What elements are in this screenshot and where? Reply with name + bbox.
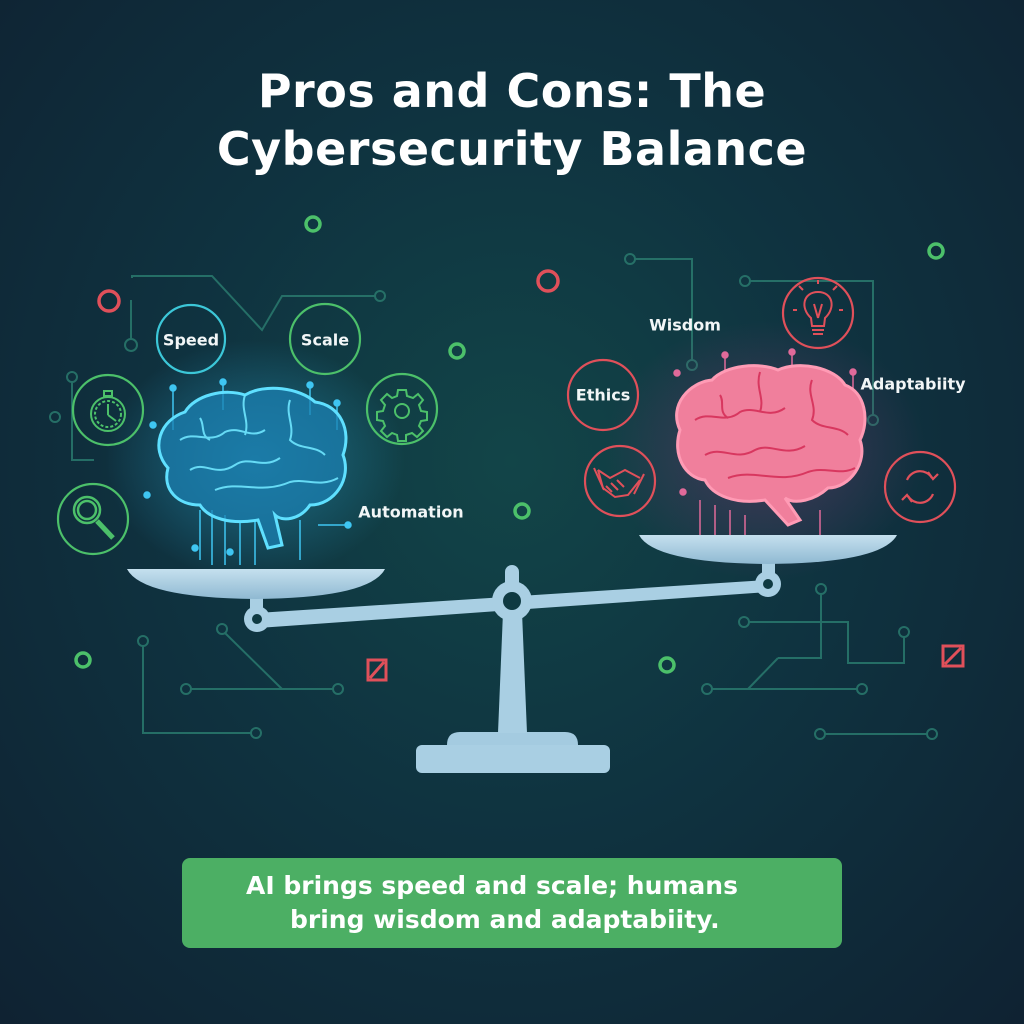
lightbulb-icon xyxy=(793,280,843,335)
handshake-icon xyxy=(593,467,645,499)
red-square-icon xyxy=(941,644,965,668)
green-ring-icon xyxy=(513,502,531,520)
red-square-icons xyxy=(366,644,965,682)
lightbulb-circle xyxy=(781,276,855,350)
handshake-circle xyxy=(583,444,657,518)
label-wisdom: Wisdom xyxy=(649,315,721,335)
stopwatch-circle xyxy=(71,373,145,447)
summary-banner: AI brings speed and scale; humans bring … xyxy=(182,858,842,948)
title-line-2: Cybersecurity Balance xyxy=(216,122,808,176)
green-ring-icon xyxy=(448,342,466,360)
ai-brain-icon xyxy=(143,378,352,565)
adaptability-circle xyxy=(883,450,957,524)
label-ethics: Ethics xyxy=(575,385,631,405)
magnifier-icon xyxy=(72,495,115,540)
gear-circle xyxy=(365,372,439,446)
banner-line-2: bring wisdom and adaptabiity. xyxy=(290,905,720,934)
scale-circle xyxy=(288,302,362,376)
human-feature-circles xyxy=(566,276,957,524)
label-adaptability: Adaptabiity xyxy=(860,374,966,394)
red-ring-icon xyxy=(97,289,121,313)
red-ring-icon xyxy=(536,269,560,293)
page-title: Pros and Cons: The Cybersecurity Balance xyxy=(0,62,1024,178)
circuit-traces xyxy=(49,253,938,740)
balance-scale-icon xyxy=(127,535,897,773)
green-ring-icon xyxy=(658,656,676,674)
gear-icon xyxy=(376,389,428,442)
green-ring-icon xyxy=(927,242,945,260)
speed-circle xyxy=(155,303,227,375)
label-automation: Automation xyxy=(358,502,464,522)
stopwatch-icon xyxy=(90,390,126,432)
decorative-dots xyxy=(74,215,945,674)
red-square-icon xyxy=(366,658,388,682)
green-ring-icon xyxy=(74,651,92,669)
title-line-1: Pros and Cons: The xyxy=(257,64,767,118)
magnifier-circle xyxy=(56,482,130,556)
label-speed: Speed xyxy=(162,330,220,350)
ai-feature-circles xyxy=(56,302,439,556)
green-ring-icon xyxy=(304,215,322,233)
banner-line-1: AI brings speed and scale; humans xyxy=(246,871,738,900)
refresh-cycle-icon xyxy=(901,470,939,504)
human-brain-icon xyxy=(673,348,867,540)
label-scale: Scale xyxy=(300,330,350,350)
ethics-circle xyxy=(566,358,640,432)
